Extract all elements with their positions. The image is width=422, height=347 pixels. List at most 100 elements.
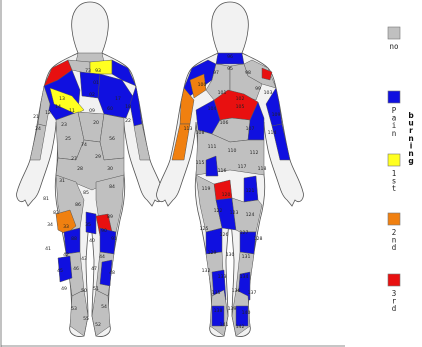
back-region-label: 127 bbox=[240, 230, 249, 236]
legend-label-none: no bbox=[389, 42, 399, 51]
back-region-label: 113 bbox=[184, 126, 193, 132]
front-region-label: 85 bbox=[83, 190, 89, 196]
front-region-label: 74 bbox=[81, 142, 87, 148]
front-region-label: 45 bbox=[57, 268, 63, 274]
back-region-label: 107 bbox=[246, 126, 255, 132]
front-region-label: 18 bbox=[125, 104, 131, 110]
back-region-label: 136 bbox=[232, 288, 241, 294]
back-region-label: 139 bbox=[228, 306, 237, 312]
front-region-label: 11 bbox=[69, 108, 75, 114]
front-region-label: 49 bbox=[61, 286, 67, 292]
back-region-label: 133 bbox=[218, 274, 227, 280]
front-region-label: 89 bbox=[107, 214, 113, 220]
front-region-label: 17 bbox=[115, 96, 121, 102]
back-region-label: 121 bbox=[246, 188, 255, 194]
back-region-label: 131 bbox=[242, 254, 251, 260]
front-region-label: 21 bbox=[33, 114, 39, 120]
back-region-label: 129 bbox=[208, 250, 217, 256]
front-region-label: 02 bbox=[89, 92, 95, 98]
front-region-label: 25 bbox=[65, 136, 71, 142]
front-region-label: 40 bbox=[89, 238, 95, 244]
front-region-label: 82 bbox=[53, 210, 59, 216]
front-region-label: 56 bbox=[109, 136, 115, 142]
back-region-label: 135 bbox=[212, 290, 221, 296]
back-region-label: 109 bbox=[272, 112, 281, 118]
front-region-label: 01 bbox=[93, 80, 99, 86]
front-region-label: 93 bbox=[95, 68, 101, 74]
back-region-label: 118 bbox=[258, 166, 267, 172]
back-region-label: 98 bbox=[245, 70, 251, 76]
legend-swatch-third-degree bbox=[388, 274, 400, 286]
front-region-label: 12 bbox=[45, 110, 51, 116]
legend-swatch-second-degree bbox=[388, 213, 400, 225]
legend-label-second-degree: 2nd bbox=[392, 228, 397, 252]
front-region-label: 13 bbox=[59, 96, 65, 102]
back-region-label: 106 bbox=[220, 120, 229, 126]
front-region-label: 88 bbox=[71, 236, 77, 242]
back-region-label: 97 bbox=[213, 70, 219, 76]
front-region-label: 50 bbox=[81, 288, 87, 294]
front-region-label: 20 bbox=[93, 120, 99, 126]
front-region-label: 90 bbox=[101, 228, 107, 234]
back-region-label: 95 bbox=[227, 66, 233, 72]
back-region-label: 124 bbox=[246, 212, 255, 218]
back-region-label: 132 bbox=[202, 268, 211, 274]
back-region-label: 105 bbox=[236, 104, 245, 110]
back-region-label: 122 bbox=[214, 208, 223, 214]
front-region-chest-upper-right bbox=[90, 60, 112, 74]
front-region-label: 86 bbox=[75, 202, 81, 208]
legend-swatch-pain bbox=[388, 91, 400, 103]
back-region-label: 112 bbox=[250, 150, 259, 156]
front-region-label: 29 bbox=[95, 154, 101, 160]
front-region-label: 43 bbox=[81, 256, 87, 262]
back-region-label: 101 bbox=[218, 90, 227, 96]
back-region-label: 111 bbox=[208, 144, 217, 150]
back-region-label: 141 bbox=[220, 322, 229, 328]
back-region-label: 130 bbox=[226, 252, 235, 258]
front-region-label: 55 bbox=[83, 316, 89, 322]
front-region-label: 27 bbox=[71, 156, 77, 162]
back-region-label: 114 bbox=[268, 130, 277, 136]
front-region-label: 30 bbox=[107, 166, 113, 172]
legend-swatch-none bbox=[388, 27, 400, 39]
back-region-label: 99 bbox=[255, 86, 261, 92]
back-region-label: 119 bbox=[202, 186, 211, 192]
front-region-label: 91 bbox=[111, 236, 117, 242]
front-region-label: 31 bbox=[59, 178, 65, 184]
front-region-label: 35 bbox=[85, 222, 91, 228]
back-region-label: 116 bbox=[218, 168, 227, 174]
back-region-label: 126 bbox=[220, 232, 229, 238]
back-region-label: 138 bbox=[214, 308, 223, 314]
back-region-shoulder-right-burn bbox=[262, 68, 272, 80]
legend-group-label-burning: burning bbox=[408, 111, 414, 166]
front-region-label: 28 bbox=[77, 166, 83, 172]
front-region-label: 46 bbox=[73, 266, 79, 272]
back-region-label: 137 bbox=[248, 290, 257, 296]
back-region-label: 142 bbox=[236, 324, 245, 330]
back-region-label: 102 bbox=[236, 96, 245, 102]
back-region-foot-right-pain bbox=[236, 306, 248, 326]
back-region-label: 110 bbox=[228, 148, 237, 154]
front-region-label: 42 bbox=[63, 252, 69, 258]
front-region-label: 44 bbox=[99, 254, 105, 260]
front-region-label: 53 bbox=[71, 306, 77, 312]
front-region-label: 51 bbox=[93, 286, 99, 292]
front-region-label: 73 bbox=[85, 68, 91, 74]
back-region-label: 117 bbox=[238, 164, 247, 170]
back-region-label: 108 bbox=[196, 130, 205, 136]
back-region-label: 120 bbox=[222, 192, 231, 198]
front-region-label: 09 bbox=[89, 108, 95, 114]
back-region-label: 115 bbox=[196, 160, 205, 166]
front-region-neck bbox=[76, 53, 104, 62]
back-region-label: 140 bbox=[242, 310, 251, 316]
back-region-label: 96 bbox=[227, 54, 233, 60]
front-region-label: 24 bbox=[35, 126, 41, 132]
front-region-label: 81 bbox=[43, 196, 49, 202]
back-region-label: 123 bbox=[230, 210, 239, 216]
back-region-label: 128 bbox=[254, 236, 263, 242]
